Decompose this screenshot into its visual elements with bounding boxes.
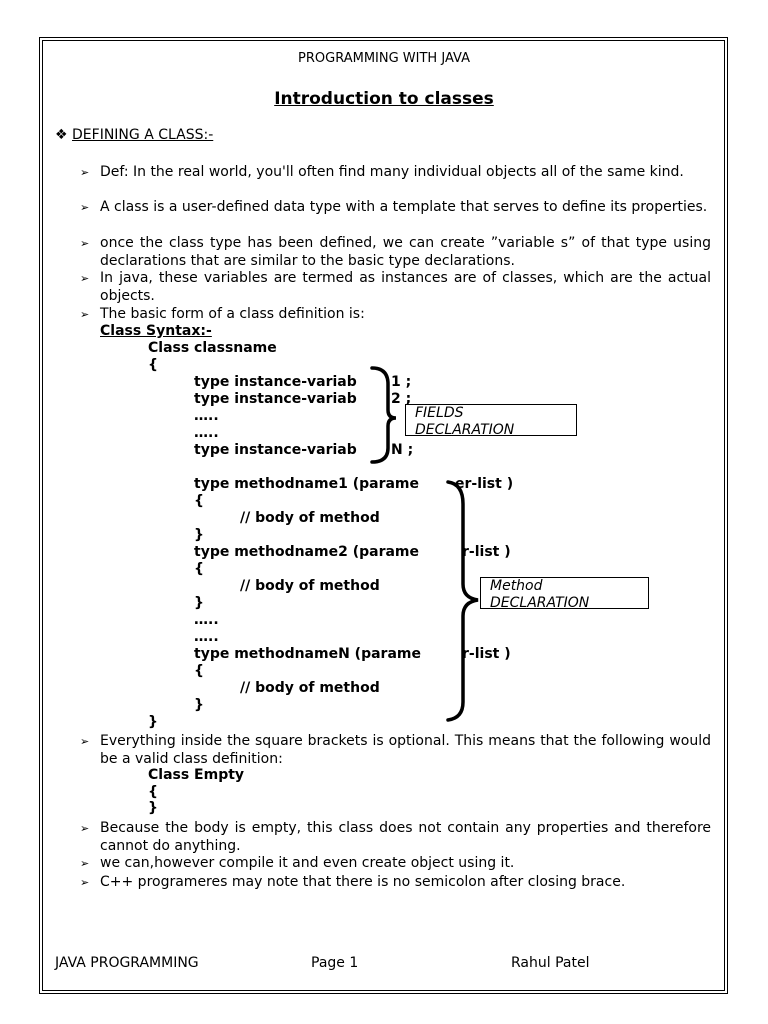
code-line: ….. xyxy=(194,408,219,424)
footer-author: Rahul Patel xyxy=(511,955,590,971)
code-line: // body of method xyxy=(240,578,380,594)
code-line: 1 ; xyxy=(391,374,412,390)
list-item: ➢ Because the body is empty, this class … xyxy=(80,820,711,855)
section-heading: ❖ DEFINING A CLASS:- xyxy=(55,127,213,143)
section-heading-label: DEFINING A CLASS:- xyxy=(72,127,214,143)
method-declaration-label: Method DECLARATION xyxy=(480,577,649,609)
arrow-bullet-icon: ➢ xyxy=(80,308,90,321)
list-item: ➢ Everything inside the square brackets … xyxy=(80,733,711,768)
method-label-line: Method xyxy=(490,578,543,594)
list-item-text: Because the body is empty, this class do… xyxy=(100,820,711,854)
code-line: r-list ) xyxy=(462,544,511,560)
arrow-bullet-icon: ➢ xyxy=(80,876,90,889)
list-item: ➢ once the class type has been defined, … xyxy=(80,235,711,270)
diamond-bullet-icon: ❖ xyxy=(55,127,68,143)
code-line: Class classname xyxy=(148,340,277,356)
fields-label-line: DECLARATION xyxy=(415,422,515,436)
syntax-label: Class Syntax:- xyxy=(100,323,212,339)
footer-left: JAVA PROGRAMMING xyxy=(55,955,199,971)
list-item: ➢ C++ programeres may note that there is… xyxy=(80,874,711,892)
code-line: type methodname2 (parame xyxy=(194,544,420,560)
code-line: type methodnameN (parame xyxy=(194,646,421,662)
code-line: } xyxy=(148,714,158,730)
code-line: er-list ) xyxy=(455,476,514,492)
code-line: { xyxy=(148,784,158,800)
code-line: { xyxy=(194,561,204,577)
footer-page-number: Page 1 xyxy=(311,955,359,971)
code-line: { xyxy=(194,663,204,679)
page-header: PROGRAMMING WITH JAVA xyxy=(298,51,470,66)
code-line: type instance-variab xyxy=(194,374,357,390)
code-line: ….. xyxy=(194,629,219,645)
list-item-text: Everything inside the square brackets is… xyxy=(100,733,711,767)
list-item-text: The basic form of a class definition is: xyxy=(100,306,365,322)
code-line: } xyxy=(194,527,204,543)
code-line: ….. xyxy=(194,425,219,441)
code-line: r-list ) xyxy=(462,646,511,662)
list-item-text: Def: In the real world, you'll often fin… xyxy=(100,164,684,180)
arrow-bullet-icon: ➢ xyxy=(80,857,90,870)
list-item: ➢ The basic form of a class definition i… xyxy=(80,306,711,324)
code-line: type instance-variab xyxy=(194,391,357,407)
code-line: type methodname1 (parame xyxy=(194,476,420,492)
page-title: Introduction to classes xyxy=(274,89,494,109)
arrow-bullet-icon: ➢ xyxy=(80,166,90,179)
code-line: type instance-variab xyxy=(194,442,357,458)
page-border-outer xyxy=(39,37,728,994)
code-line: } xyxy=(194,697,204,713)
fields-brace xyxy=(370,366,397,464)
code-line: Class Empty xyxy=(148,767,245,783)
list-item: ➢ we can,however compile it and even cre… xyxy=(80,855,711,873)
code-line: // body of method xyxy=(240,680,380,696)
code-line: } xyxy=(194,595,204,611)
fields-label-line: FIELDS xyxy=(415,405,464,421)
page-border-inner xyxy=(42,40,725,991)
list-item-text: In java, these variables are termed as i… xyxy=(100,270,711,304)
list-item-text: once the class type has been defined, we… xyxy=(100,235,711,269)
list-item: ➢ A class is a user-defined data type wi… xyxy=(80,199,711,217)
list-item-text: we can,however compile it and even creat… xyxy=(100,855,515,871)
fields-declaration-label: FIELDS DECLARATION xyxy=(405,404,577,436)
arrow-bullet-icon: ➢ xyxy=(80,272,90,285)
arrow-bullet-icon: ➢ xyxy=(80,822,90,835)
list-item-text: C++ programeres may note that there is n… xyxy=(100,874,626,890)
code-line: ….. xyxy=(194,612,219,628)
list-item: ➢ In java, these variables are termed as… xyxy=(80,270,711,305)
list-item: ➢ Def: In the real world, you'll often f… xyxy=(80,164,711,182)
method-brace xyxy=(446,480,479,722)
code-line: { xyxy=(194,493,204,509)
code-line: // body of method xyxy=(240,510,380,526)
code-line: N ; xyxy=(391,442,414,458)
arrow-bullet-icon: ➢ xyxy=(80,237,90,250)
code-line: } xyxy=(148,800,158,816)
code-line: 2 ; xyxy=(391,391,412,407)
arrow-bullet-icon: ➢ xyxy=(80,201,90,214)
list-item-text: A class is a user-defined data type with… xyxy=(100,199,708,215)
method-label-line: DECLARATION xyxy=(490,595,590,609)
arrow-bullet-icon: ➢ xyxy=(80,735,90,748)
code-line: { xyxy=(148,357,158,373)
